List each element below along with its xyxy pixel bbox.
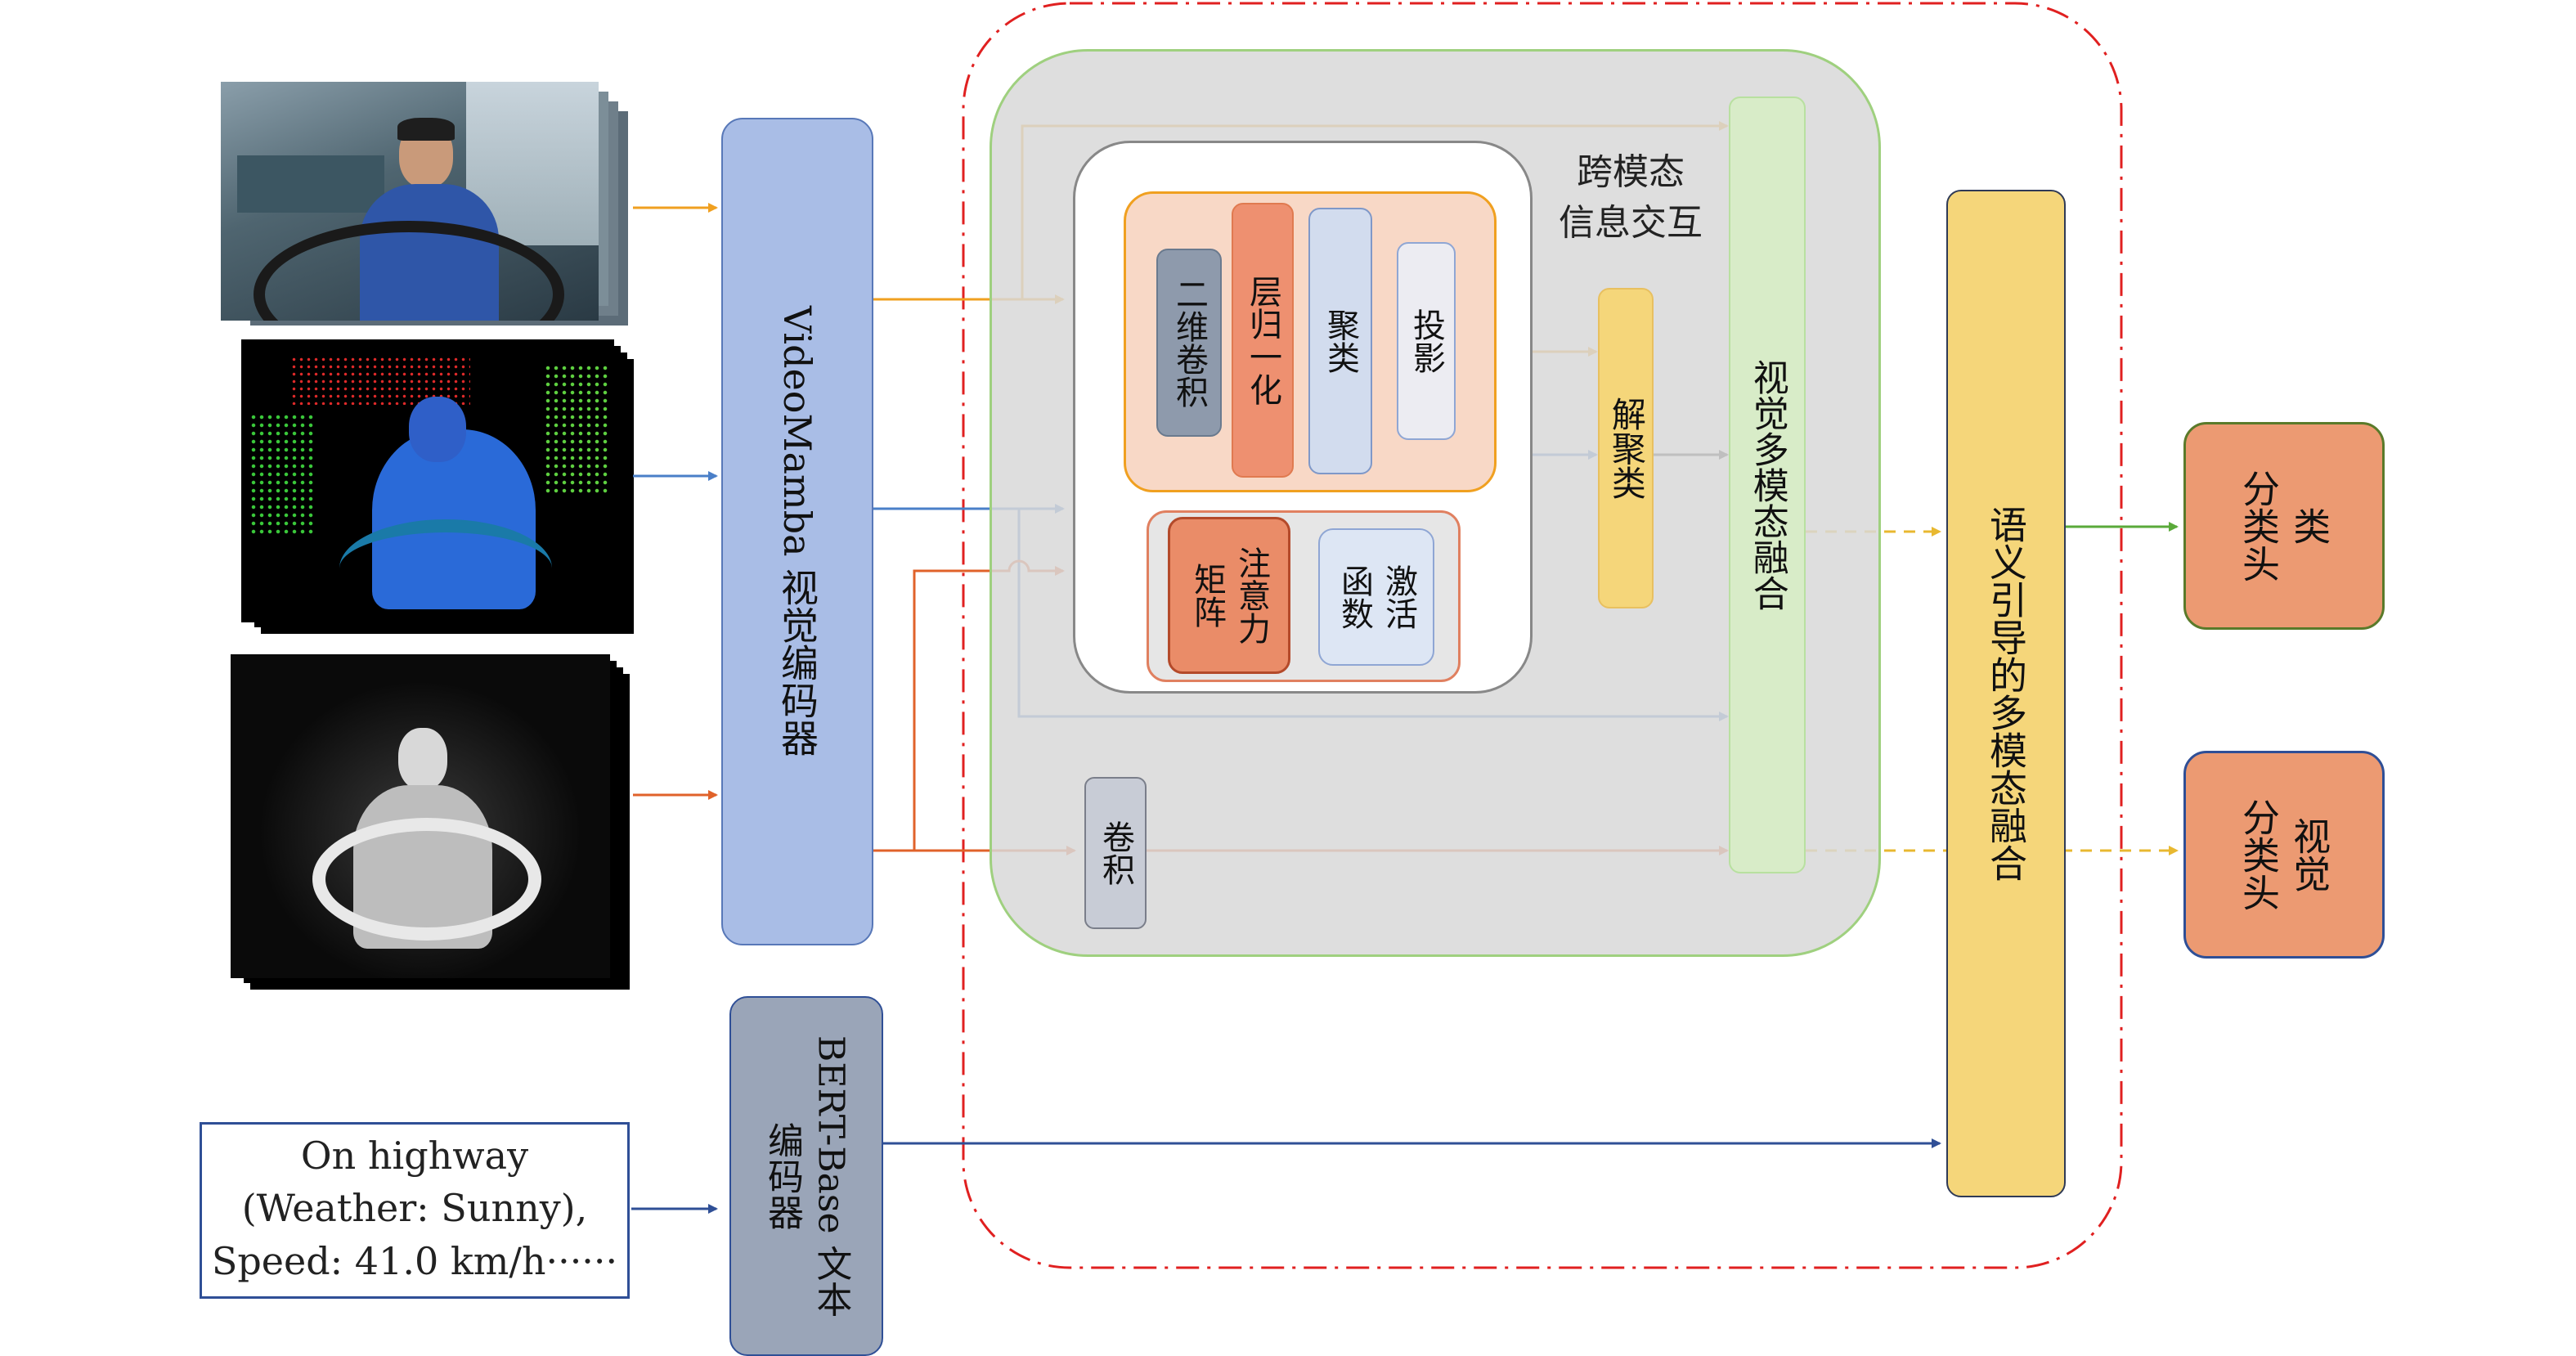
text-input-line-3: Speed: 41.0 km/h······ (211, 1238, 618, 1283)
ir-head (398, 728, 447, 790)
rgb-frame-stack (221, 82, 630, 327)
ir-frame-stack (231, 654, 630, 990)
cluster-block: 聚类 (1308, 208, 1372, 474)
conv-block: 卷积 (1084, 777, 1147, 929)
text-input-line-2: (Weather: Sunny), (241, 1186, 588, 1231)
depth-frame-stack (241, 339, 634, 634)
layernorm-block: 层归一化 (1232, 203, 1294, 478)
rgb-driver-image (221, 82, 599, 321)
attention-matrix-block: 注意力 矩阵 (1168, 517, 1290, 674)
depth-map-image (241, 339, 614, 622)
fusion-region-dashed-frame (962, 2, 2123, 1269)
cross-modal-title: 跨模态 信息交互 (1559, 151, 1703, 244)
depth-head-blue (409, 397, 466, 462)
class-head-block: 类 分类头 (2183, 422, 2385, 630)
projection-block: 投影 (1397, 242, 1456, 440)
semantic-guided-fusion-block: 语义引导的多模态融合 (1946, 190, 2066, 1197)
rgb-hair (397, 118, 455, 141)
depth-green-points-left (249, 413, 315, 536)
visual-head-block: 视觉 分类头 (2183, 751, 2385, 959)
conv2d-block: 二维卷积 (1156, 249, 1222, 437)
bert-text-encoder-block: BERT-Base 文本 编码器 (729, 996, 883, 1356)
text-input-box: On highway (Weather: Sunny), Speed: 41.0… (200, 1122, 630, 1299)
decluster-block: 解聚类 (1598, 288, 1654, 608)
ir-driver-image (231, 654, 610, 978)
visual-multimodal-fusion-block: 视觉多模态融合 (1729, 97, 1806, 873)
rgb-wall-panel (237, 155, 384, 213)
depth-green-points-right (544, 364, 609, 495)
activation-function-block: 激活 函数 (1318, 528, 1434, 666)
video-encoder-block: VideoMamba 视觉编码器 (721, 118, 873, 945)
text-input-line-1: On highway (300, 1134, 529, 1178)
